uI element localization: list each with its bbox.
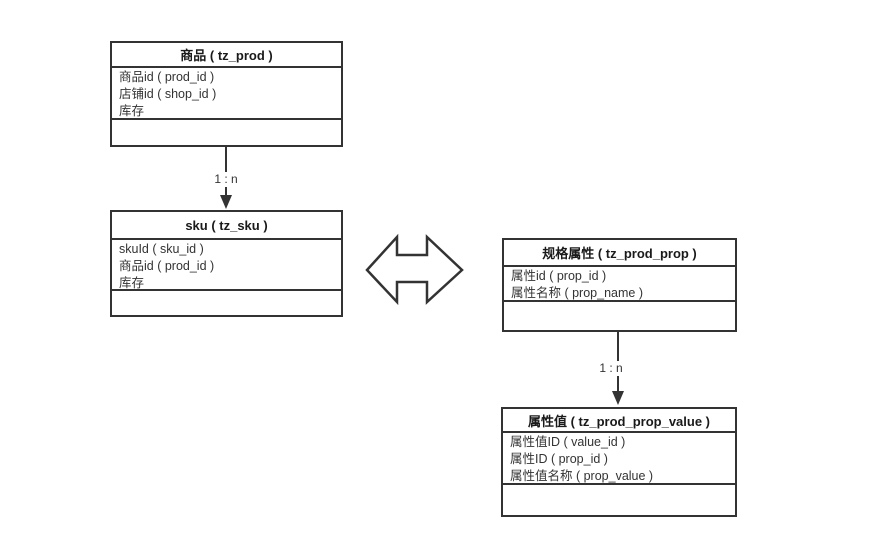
table-field: 属性名称 ( prop_name ): [511, 286, 643, 300]
double-arrow-icon: [365, 233, 464, 306]
table-title: 属性值 ( tz_prod_prop_value ): [503, 409, 735, 433]
table-field: 库存: [119, 104, 145, 118]
entity-table-sku: sku ( tz_sku ) skuId ( sku_id ) 商品id ( p…: [110, 210, 343, 317]
table-footer-empty: [504, 302, 735, 330]
table-footer-empty: [112, 120, 341, 145]
arrowhead-down-icon: [220, 195, 232, 209]
table-field: 商品id ( prod_id ): [119, 70, 215, 84]
entity-table-spec-prop: 规格属性 ( tz_prod_prop ) 属性id ( prop_id ) 属…: [502, 238, 737, 332]
entity-table-prop-value: 属性值 ( tz_prod_prop_value ) 属性值ID ( value…: [501, 407, 737, 517]
table-field: skuId ( sku_id ): [119, 242, 204, 256]
table-fields: 属性id ( prop_id ) 属性名称 ( prop_name ): [504, 267, 735, 302]
arrowhead-down-icon: [612, 391, 624, 405]
table-title: sku ( tz_sku ): [112, 212, 341, 240]
relation-arrow-prod-sku: [220, 147, 232, 209]
table-field: 商品id ( prod_id ): [119, 259, 215, 273]
table-fields: skuId ( sku_id ) 商品id ( prod_id ) 库存: [112, 240, 341, 291]
table-field: 属性ID ( prop_id ): [510, 452, 608, 466]
table-title: 商品 ( tz_prod ): [112, 43, 341, 68]
table-field: 属性id ( prop_id ): [511, 269, 607, 283]
table-fields: 属性值ID ( value_id ) 属性ID ( prop_id ) 属性值名…: [503, 433, 735, 485]
entity-table-product: 商品 ( tz_prod ) 商品id ( prod_id ) 店铺id ( s…: [110, 41, 343, 147]
relation-cardinality-label: 1 : n: [596, 361, 626, 376]
table-fields: 商品id ( prod_id ) 店铺id ( shop_id ) 库存: [112, 68, 341, 120]
table-field: 属性值名称 ( prop_value ): [510, 469, 654, 483]
table-footer-empty: [112, 291, 341, 315]
table-field: 属性值ID ( value_id ): [510, 435, 626, 449]
table-footer-empty: [503, 485, 735, 515]
table-field: 库存: [119, 276, 145, 290]
relation-cardinality-label: 1 : n: [211, 172, 241, 187]
table-title: 规格属性 ( tz_prod_prop ): [504, 240, 735, 267]
table-field: 店铺id ( shop_id ): [119, 87, 217, 101]
